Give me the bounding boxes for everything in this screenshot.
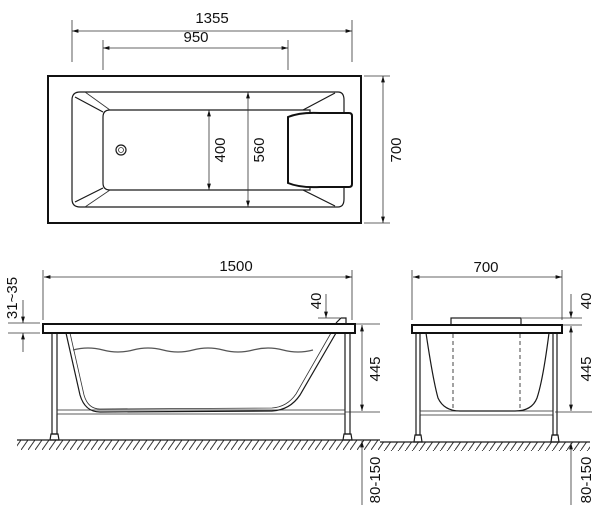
- dim-basin-width: 560: [251, 137, 268, 162]
- tub-bowl: [65, 332, 337, 413]
- dim-overall-width: 700: [388, 137, 405, 162]
- dim-overall-length: 1355: [195, 10, 228, 27]
- dim-length: 1500: [219, 258, 252, 275]
- headrest: [287, 111, 353, 189]
- dim-depth: 445: [367, 356, 384, 381]
- tub-rim: [42, 323, 356, 334]
- end-rim: [411, 324, 563, 334]
- dim-inner-length: 950: [183, 29, 208, 46]
- side-view: 1500 31~35 40 445 80-150: [4, 258, 384, 505]
- end-leg-left: [415, 332, 421, 436]
- leg-left: [51, 331, 58, 435]
- water-line: [72, 347, 314, 353]
- dim-rim-thickness: 31~35: [4, 277, 21, 319]
- top-view: 1355 950 400 560 700: [47, 10, 405, 224]
- dim-leg-height: 80-150: [367, 457, 384, 504]
- end-dim-depth: 445: [578, 356, 595, 381]
- end-dim-leg-height: 80-150: [578, 457, 595, 504]
- leg-right: [344, 331, 351, 435]
- dim-headrest-height: 40: [308, 293, 325, 310]
- drain-icon: [115, 144, 127, 156]
- end-tub-bowl: [425, 332, 550, 412]
- end-headrest: [450, 317, 522, 326]
- top-view-basin: [71, 91, 345, 208]
- end-dim-width: 700: [473, 259, 498, 276]
- floor-hatch: [17, 440, 380, 450]
- end-view: 700 40 445 80-150: [380, 259, 595, 505]
- end-leg-right: [552, 332, 558, 436]
- end-dim-headrest-height: 40: [578, 293, 595, 310]
- dim-inner-width: 400: [212, 137, 229, 162]
